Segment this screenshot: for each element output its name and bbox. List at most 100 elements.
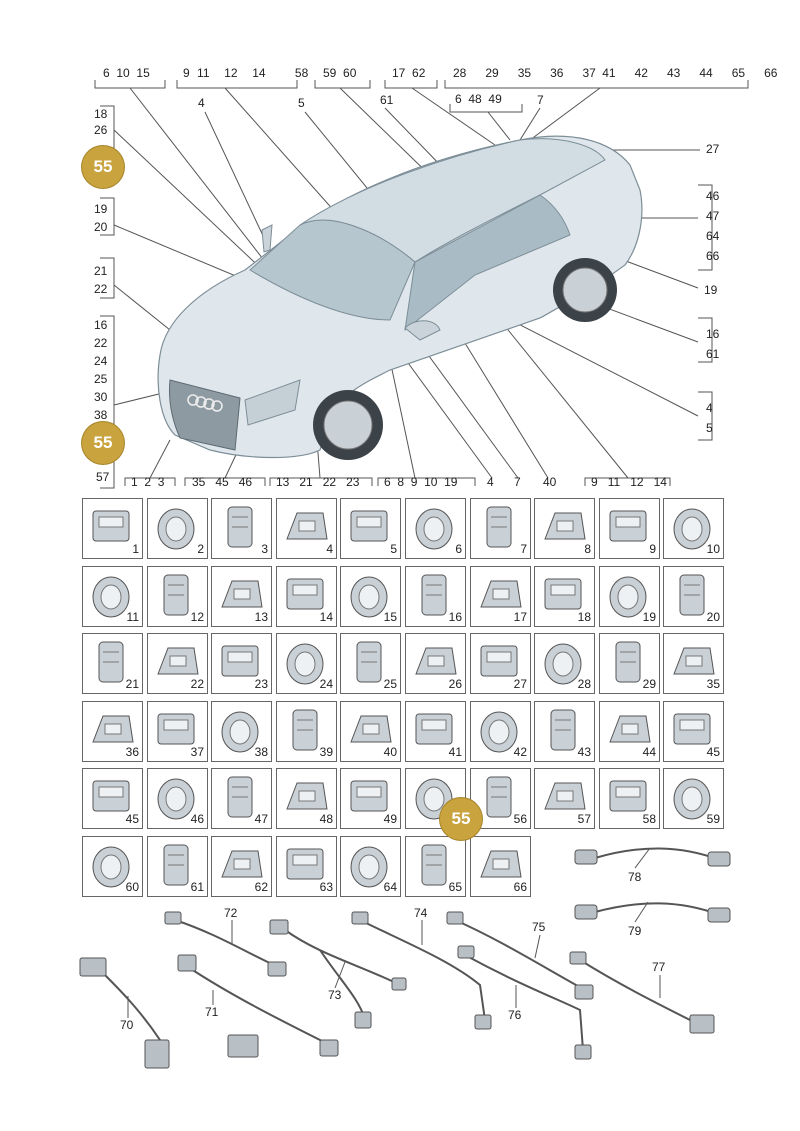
part-cell[interactable]: 46	[147, 768, 208, 829]
part-cell[interactable]: 26	[405, 633, 466, 694]
harness-wires	[99, 847, 721, 1051]
part-cell[interactable]: 12	[147, 566, 208, 627]
part-number: 38	[254, 745, 268, 759]
harness-leaders	[127, 847, 661, 1018]
part-number: 22	[190, 677, 204, 691]
part-cell[interactable]: 36	[82, 701, 143, 762]
part-cell[interactable]: 42	[470, 701, 531, 762]
callout-19-right: 19	[704, 283, 718, 297]
part-cell[interactable]: 28	[534, 633, 595, 694]
part-cell[interactable]: 3	[211, 498, 272, 559]
harness-label-72: 72	[224, 906, 238, 920]
part-cell[interactable]: 22	[147, 633, 208, 694]
right-group-2: 16 61	[706, 327, 720, 361]
top-group-6: 6 48 49	[455, 92, 502, 106]
part-cell[interactable]: 45	[82, 768, 143, 829]
callout-7-top: 7	[537, 93, 544, 107]
part-number: 35	[706, 677, 720, 691]
part-cell[interactable]: 4	[276, 498, 337, 559]
left-group-5: 57	[96, 470, 110, 484]
left-group-3: 21 22	[94, 264, 108, 296]
part-cell[interactable]: 39	[276, 701, 337, 762]
part-cell[interactable]: 21	[82, 633, 143, 694]
part-cell[interactable]: 10	[663, 498, 724, 559]
part-cell[interactable]: 14	[276, 566, 337, 627]
part-number: 27	[513, 677, 527, 691]
part-cell[interactable]: 41	[405, 701, 466, 762]
part-number: 24	[319, 677, 333, 691]
part-number: 65	[448, 880, 462, 894]
bottom-group-2: 35 45 46	[192, 475, 253, 489]
part-cell[interactable]: 37	[147, 701, 208, 762]
part-cell[interactable]: 20	[663, 566, 724, 627]
part-number: 11	[126, 610, 139, 624]
part-cell[interactable]: 2	[147, 498, 208, 559]
part-number: 41	[448, 745, 462, 759]
part-cell[interactable]: 47	[211, 768, 272, 829]
part-cell[interactable]: 59	[663, 768, 724, 829]
part-cell[interactable]: 15	[340, 566, 401, 627]
part-cell[interactable]: 11	[82, 566, 143, 627]
part-cell[interactable]: 57	[534, 768, 595, 829]
part-number: 56	[513, 812, 527, 826]
part-number: 21	[125, 677, 139, 691]
part-cell[interactable]: 8	[534, 498, 595, 559]
part-cell[interactable]: 40	[340, 701, 401, 762]
part-cell[interactable]: 1	[82, 498, 143, 559]
part-cell[interactable]: 13	[211, 566, 272, 627]
part-number: 46	[190, 812, 204, 826]
part-cell[interactable]: 24	[276, 633, 337, 694]
part-cell[interactable]: 44	[599, 701, 660, 762]
car-illustration	[157, 135, 643, 460]
top-group-3: 59 60	[323, 66, 357, 80]
part-number: 57	[577, 812, 591, 826]
part-number: 64	[383, 880, 397, 894]
bottom-group-4: 6 8 9 10 19	[384, 475, 458, 489]
part-number: 39	[319, 745, 333, 759]
part-cell[interactable]: 35	[663, 633, 724, 694]
part-number: 23	[254, 677, 268, 691]
harness-label-74: 74	[414, 906, 428, 920]
part-cell[interactable]: 45	[663, 701, 724, 762]
part-cell[interactable]: 64	[340, 836, 401, 897]
part-cell[interactable]: 7	[470, 498, 531, 559]
part-cell[interactable]: 9	[599, 498, 660, 559]
part-cell[interactable]: 61	[147, 836, 208, 897]
part-cell[interactable]: 27	[470, 633, 531, 694]
badge-55-grid: 55	[440, 798, 482, 840]
part-cell[interactable]: 48	[276, 768, 337, 829]
part-cell[interactable]: 65	[405, 836, 466, 897]
part-cell[interactable]: 5	[340, 498, 401, 559]
badge-55-top: 55	[82, 146, 124, 188]
bottom-group-3: 13 21 22 23	[276, 475, 360, 489]
part-cell[interactable]: 49	[340, 768, 401, 829]
part-cell[interactable]: 66	[470, 836, 531, 897]
part-number: 4	[326, 542, 333, 556]
part-cell[interactable]: 29	[599, 633, 660, 694]
part-cell[interactable]: 25	[340, 633, 401, 694]
part-number: 9	[649, 542, 656, 556]
part-cell[interactable]: 17	[470, 566, 531, 627]
part-number: 44	[642, 745, 656, 759]
part-cell[interactable]: 63	[276, 836, 337, 897]
part-cell[interactable]: 23	[211, 633, 272, 694]
part-cell[interactable]: 58	[599, 768, 660, 829]
bottom-group-1: 1 2 3	[131, 475, 165, 489]
callout-4-top: 4	[198, 96, 205, 110]
part-number: 45	[706, 745, 720, 759]
part-cell[interactable]: 16	[405, 566, 466, 627]
part-number: 40	[383, 745, 397, 759]
part-number: 49	[383, 812, 397, 826]
left-group-4: 16 22 24 25 30 38	[94, 318, 108, 422]
part-number: 45	[125, 812, 139, 826]
part-cell[interactable]: 62	[211, 836, 272, 897]
part-cell[interactable]: 6	[405, 498, 466, 559]
harness-connectors	[79, 849, 731, 1069]
part-cell[interactable]: 43	[534, 701, 595, 762]
part-cell[interactable]: 18	[534, 566, 595, 627]
part-cell[interactable]: 60	[82, 836, 143, 897]
part-cell[interactable]: 38	[211, 701, 272, 762]
part-cell[interactable]: 19	[599, 566, 660, 627]
part-number: 6	[455, 542, 462, 556]
